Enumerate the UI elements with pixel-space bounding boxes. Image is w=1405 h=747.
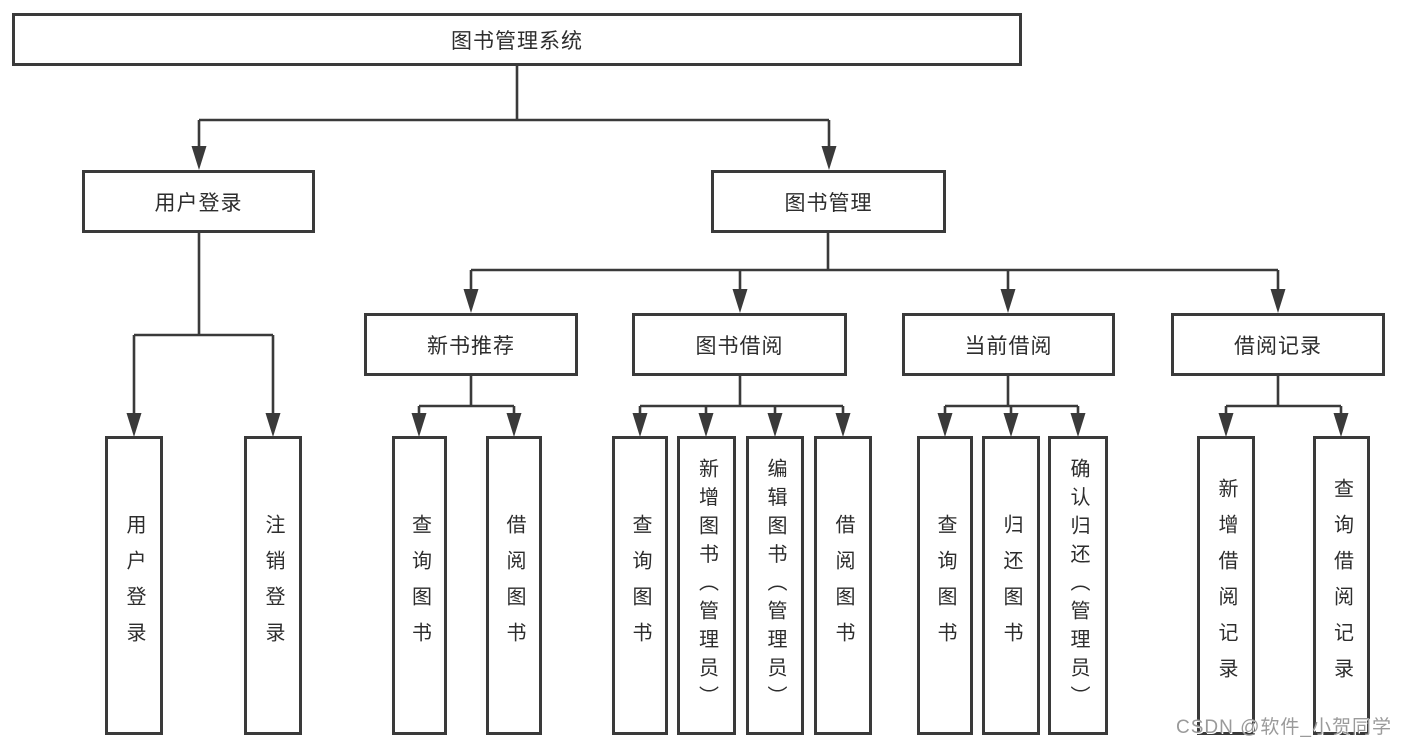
- leaf-edit-book-admin-label: 编辑图书（管理员）: [764, 457, 786, 714]
- arrow-down-icon: [835, 413, 851, 437]
- arrow-down-icon: [767, 413, 783, 437]
- leaf-borrow-books-borrowing: 借阅图书: [814, 436, 872, 735]
- csdn-watermark: CSDN @软件_小贺同学: [1176, 717, 1392, 738]
- leaf-add-book-admin: 新增图书（管理员）: [677, 436, 736, 735]
- node-book-borrowing-label: 图书借阅: [695, 334, 784, 358]
- leaf-borrow-books-recommend-label: 借阅图书: [503, 513, 525, 658]
- arrow-down-icon: [191, 146, 207, 170]
- leaf-query-books-borrowing: 查询图书: [612, 436, 668, 735]
- arrow-down-icon: [506, 413, 522, 437]
- arrow-down-icon: [1333, 413, 1349, 437]
- leaf-logout: 注销登录: [244, 436, 302, 735]
- leaf-return-book: 归还图书: [982, 436, 1040, 735]
- arrow-down-icon: [1000, 289, 1016, 313]
- leaf-query-books-recommend: 查询图书: [392, 436, 447, 735]
- leaf-logout-label: 注销登录: [262, 513, 284, 658]
- leaf-borrow-books-borrowing-label: 借阅图书: [832, 513, 854, 658]
- node-borrowing-records: 借阅记录: [1171, 313, 1385, 376]
- arrow-down-icon: [632, 413, 648, 437]
- leaf-confirm-return-admin: 确认归还（管理员）: [1048, 436, 1108, 735]
- arrow-down-icon: [1003, 413, 1019, 437]
- node-new-book-recommend: 新书推荐: [364, 313, 578, 376]
- arrowheads: [126, 146, 1349, 437]
- node-new-book-recommend-label: 新书推荐: [427, 334, 515, 358]
- arrow-down-icon: [698, 413, 714, 437]
- leaf-edit-book-admin: 编辑图书（管理员）: [746, 436, 804, 735]
- node-book-management: 图书管理: [711, 170, 946, 233]
- node-borrowing-records-label: 借阅记录: [1234, 334, 1322, 358]
- leaf-borrow-books-recommend: 借阅图书: [486, 436, 542, 735]
- arrow-down-icon: [1270, 289, 1286, 313]
- root-node-library-system: 图书管理系统: [12, 13, 1022, 66]
- connector-lines: [132, 66, 1343, 416]
- leaf-add-borrow-record-label: 新增借阅记录: [1215, 477, 1237, 694]
- leaf-query-books-recommend-label: 查询图书: [408, 513, 431, 658]
- leaf-query-borrow-record-label: 查询借阅记录: [1330, 477, 1353, 694]
- node-user-login-label: 用户登录: [154, 191, 243, 215]
- arrow-down-icon: [937, 413, 953, 437]
- leaf-query-books-current-label: 查询图书: [934, 513, 956, 658]
- leaf-user-login-label: 用户登录: [123, 513, 145, 658]
- node-user-login: 用户登录: [82, 170, 315, 233]
- arrow-down-icon: [463, 289, 479, 313]
- arrow-down-icon: [732, 289, 748, 313]
- arrow-down-icon: [821, 146, 837, 170]
- arrow-down-icon: [1070, 413, 1086, 437]
- node-current-borrowing: 当前借阅: [902, 313, 1115, 376]
- root-node-label: 图书管理系统: [451, 29, 583, 53]
- arrow-down-icon: [126, 413, 142, 437]
- leaf-add-book-admin-label: 新增图书（管理员）: [695, 457, 718, 714]
- arrow-down-icon: [411, 413, 427, 437]
- leaf-query-books-current: 查询图书: [917, 436, 973, 735]
- leaf-return-book-label: 归还图书: [1000, 513, 1022, 658]
- node-book-borrowing: 图书借阅: [632, 313, 847, 376]
- leaf-query-books-borrowing-label: 查询图书: [629, 513, 651, 658]
- leaf-add-borrow-record: 新增借阅记录: [1197, 436, 1255, 735]
- node-book-management-label: 图书管理: [784, 191, 873, 215]
- arrow-down-icon: [1218, 413, 1234, 437]
- leaf-confirm-return-admin-label: 确认归还（管理员）: [1067, 457, 1089, 714]
- leaf-query-borrow-record: 查询借阅记录: [1313, 436, 1370, 735]
- node-current-borrowing-label: 当前借阅: [964, 334, 1053, 358]
- leaf-user-login: 用户登录: [105, 436, 163, 735]
- arrow-down-icon: [265, 413, 281, 437]
